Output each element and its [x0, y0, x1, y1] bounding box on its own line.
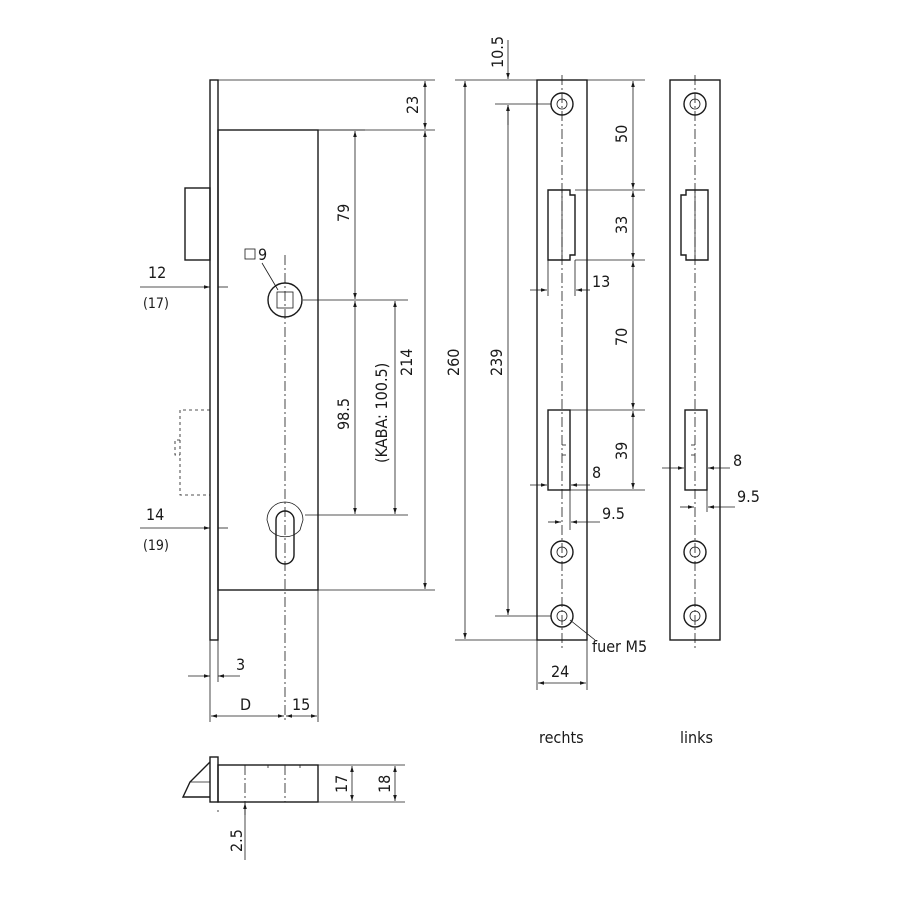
dim-D-label: D	[240, 695, 251, 714]
dim-33-label: 33	[612, 216, 631, 234]
dim-24-label: 24	[551, 662, 569, 681]
strike-plate-left	[669, 75, 721, 650]
faceplate	[209, 79, 219, 641]
dim-3: 3	[188, 640, 245, 682]
screw-label: fuer M5	[592, 637, 647, 656]
dim-260: 260	[444, 81, 537, 641]
dim-13: 13	[530, 260, 610, 296]
dim-23-label: 23	[403, 96, 422, 114]
dim-15-label: 15	[292, 695, 310, 714]
dim-8-left-label: 8	[733, 451, 742, 470]
dim-kaba-label: (KABA: 100.5)	[372, 363, 391, 463]
lock-body-front-view	[174, 79, 319, 720]
side-latch	[181, 761, 211, 798]
cylinder-profile	[275, 510, 295, 565]
dim-50-label: 50	[612, 125, 631, 143]
strike-plate-right	[536, 75, 588, 650]
dim-18-label: 18	[375, 775, 394, 793]
dim-2-5-label: 2.5	[227, 829, 246, 852]
dim-9-5-right: 9.5	[548, 490, 625, 530]
dim-214-label: 214	[397, 349, 416, 376]
dim-17p-label: (17)	[143, 296, 169, 312]
dim-square-9: 9	[244, 245, 279, 291]
dim-19p-label: (19)	[143, 538, 169, 554]
dim-8-left: 8	[662, 451, 742, 470]
dim-98-5: 98.5 (KABA: 100.5)	[305, 301, 408, 516]
label-links: links	[680, 728, 713, 747]
dim-70-label: 70	[612, 328, 631, 346]
dim-2-5: 2.5	[217, 803, 247, 852]
bolt-opening-left	[684, 409, 708, 491]
latch-opening-right	[547, 189, 576, 261]
dim-79: 79	[303, 129, 408, 301]
dim-17-18: 17 18	[318, 764, 405, 803]
dim-10-5-label: 10.5	[488, 36, 507, 68]
latch-bolt	[184, 187, 211, 261]
dim-9-5-left: 9.5	[680, 487, 760, 512]
dim-260-label: 260	[444, 349, 463, 376]
dim-12: 12 (17)	[140, 263, 228, 312]
label-rechts: rechts	[539, 728, 584, 747]
dim-23: 23	[218, 79, 435, 131]
dim-8-right: 8	[530, 463, 601, 487]
dim-9-5-left-label: 9.5	[737, 487, 760, 506]
dim-260-body	[318, 131, 435, 591]
lock-case	[217, 129, 319, 591]
cylinder-outer	[266, 501, 304, 538]
dim-98-5-label: 98.5	[334, 398, 353, 430]
dim-square-9-label: 9	[258, 245, 267, 264]
dim-214: 214	[393, 301, 416, 514]
dim-239-label: 239	[487, 349, 506, 376]
dim-chain-right: 50 33 70 39	[570, 79, 645, 491]
dim-D-15: D 15	[209, 590, 319, 722]
dim-8-right-label: 8	[592, 463, 601, 482]
dim-17-label: 17	[332, 775, 351, 793]
side-case	[217, 764, 319, 803]
dim-9-5-right-label: 9.5	[602, 504, 625, 523]
dim-3-label: 3	[236, 655, 245, 674]
dim-239: 239	[487, 105, 551, 617]
dim-13-label: 13	[592, 272, 610, 291]
dim-14-label: 14	[146, 505, 164, 524]
dim-14: 14 (19)	[140, 505, 228, 554]
dim-39-label: 39	[612, 442, 631, 460]
dead-bolt-hidden	[174, 409, 210, 496]
dim-10-5: 10.5	[455, 36, 551, 125]
latch-opening-left	[680, 189, 709, 261]
side-faceplate	[209, 756, 219, 803]
screw-callout: fuer M5	[569, 619, 647, 656]
bolt-opening-right	[547, 409, 571, 491]
dim-12-label: 12	[148, 263, 166, 282]
dim-24: 24	[536, 640, 588, 690]
lock-side-view	[181, 756, 319, 860]
dim-79-label: 79	[334, 204, 353, 222]
